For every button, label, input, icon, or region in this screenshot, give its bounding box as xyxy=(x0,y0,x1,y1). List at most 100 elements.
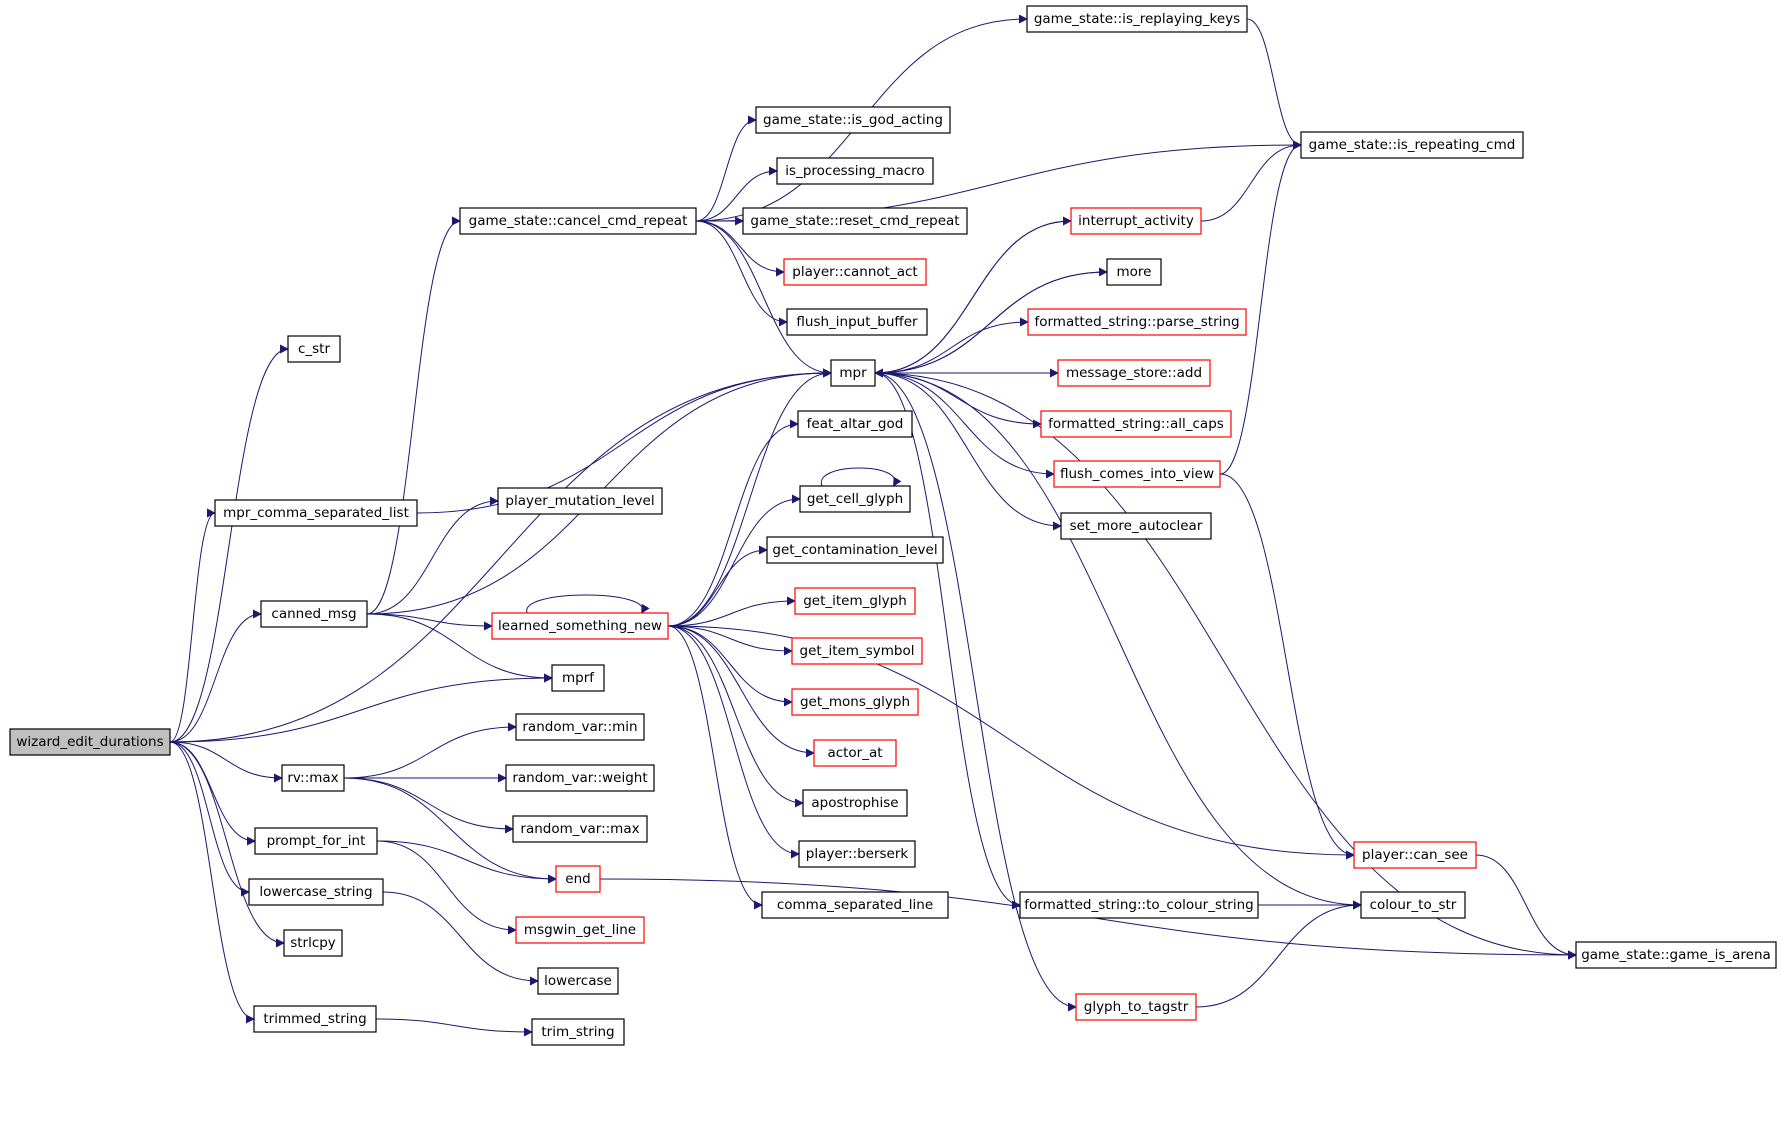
node-random-var-max[interactable]: random_var::max xyxy=(512,815,648,843)
node-box[interactable] xyxy=(551,664,605,692)
node-box[interactable] xyxy=(515,916,645,944)
node-box[interactable] xyxy=(283,929,343,957)
node-box[interactable] xyxy=(248,878,384,906)
node-box[interactable] xyxy=(1075,993,1197,1021)
node-box[interactable] xyxy=(260,600,368,628)
node-box[interactable] xyxy=(281,764,345,792)
node-is-replaying-keys[interactable]: game_state::is_replaying_keys xyxy=(1026,5,1248,33)
node-box[interactable] xyxy=(1053,460,1221,488)
node-lowercase-string[interactable]: lowercase_string xyxy=(248,878,384,906)
node-is-god-acting[interactable]: game_state::is_god_acting xyxy=(755,106,951,134)
node-comma-separated-line[interactable]: comma_separated_line xyxy=(761,891,949,919)
node-box[interactable] xyxy=(491,612,669,640)
node-box[interactable] xyxy=(531,1018,625,1046)
node-rv-max[interactable]: rv::max xyxy=(281,764,345,792)
node-box[interactable] xyxy=(459,207,697,235)
node-box[interactable] xyxy=(1040,410,1232,438)
node-get-item-glyph[interactable]: get_item_glyph xyxy=(794,587,916,615)
node-box[interactable] xyxy=(1575,941,1777,969)
node-box[interactable] xyxy=(776,157,934,185)
node-apostrophise[interactable]: apostrophise xyxy=(802,789,908,817)
node-box[interactable] xyxy=(742,207,968,235)
node-box[interactable] xyxy=(497,487,663,515)
node-reset-cmd-repeat[interactable]: game_state::reset_cmd_repeat xyxy=(742,207,968,235)
node-random-var-weight[interactable]: random_var::weight xyxy=(505,764,655,792)
node-box[interactable] xyxy=(9,728,171,756)
node-box[interactable] xyxy=(512,815,648,843)
node-set-more-autoclear[interactable]: set_more_autoclear xyxy=(1060,512,1212,540)
node-end[interactable]: end xyxy=(555,865,601,893)
node-box[interactable] xyxy=(1019,891,1259,919)
node-get-cell-glyph[interactable]: get_cell_glyph xyxy=(799,485,911,513)
node-lowercase[interactable]: lowercase xyxy=(537,967,619,995)
node-glyph-to-tagstr[interactable]: glyph_to_tagstr xyxy=(1075,993,1197,1021)
node-colour-to-str[interactable]: colour_to_str xyxy=(1360,891,1466,919)
node-box[interactable] xyxy=(1060,512,1212,540)
node-box[interactable] xyxy=(515,713,645,741)
node-strlcpy[interactable]: strlcpy xyxy=(283,929,343,957)
node-box[interactable] xyxy=(791,637,923,665)
node-player-can-see[interactable]: player::can_see xyxy=(1353,841,1477,869)
node-mpr-comma-separated-list[interactable]: mpr_comma_separated_list xyxy=(214,499,418,527)
node-actor-at[interactable]: actor_at xyxy=(813,739,897,767)
node-get-item-symbol[interactable]: get_item_symbol xyxy=(791,637,923,665)
node-box[interactable] xyxy=(783,258,927,286)
node-get-contamination-level[interactable]: get_contamination_level xyxy=(766,536,944,564)
node-box[interactable] xyxy=(1106,258,1162,286)
node-box[interactable] xyxy=(794,587,916,615)
node-box[interactable] xyxy=(1070,207,1202,235)
node-more[interactable]: more xyxy=(1106,258,1162,286)
node-flush-input-buffer[interactable]: flush_input_buffer xyxy=(786,308,928,336)
node-box[interactable] xyxy=(766,536,944,564)
node-box[interactable] xyxy=(1026,5,1248,33)
node-mprf[interactable]: mprf xyxy=(551,664,605,692)
node-box[interactable] xyxy=(802,789,908,817)
node-box[interactable] xyxy=(813,739,897,767)
node-game-is-arena[interactable]: game_state::game_is_arena xyxy=(1575,941,1777,969)
node-prompt-for-int[interactable]: prompt_for_int xyxy=(254,827,378,855)
node-get-mons-glyph[interactable]: get_mons_glyph xyxy=(791,688,919,716)
node-box[interactable] xyxy=(1353,841,1477,869)
node-is-processing-macro[interactable]: is_processing_macro xyxy=(776,157,934,185)
node-box[interactable] xyxy=(798,840,916,868)
node-feat-altar-god[interactable]: feat_altar_god xyxy=(797,410,913,438)
node-parse-string[interactable]: formatted_string::parse_string xyxy=(1027,308,1247,336)
node-box[interactable] xyxy=(287,335,341,363)
node-box[interactable] xyxy=(1057,359,1211,387)
node-cancel-cmd-repeat[interactable]: game_state::cancel_cmd_repeat xyxy=(459,207,697,235)
node-wizard-edit-durations[interactable]: wizard_edit_durations xyxy=(9,728,171,756)
node-trim-string[interactable]: trim_string xyxy=(531,1018,625,1046)
node-box[interactable] xyxy=(797,410,913,438)
node-flush-comes-into-view[interactable]: flush_comes_into_view xyxy=(1053,460,1221,488)
node-box[interactable] xyxy=(214,499,418,527)
node-is-repeating-cmd[interactable]: game_state::is_repeating_cmd xyxy=(1300,131,1524,159)
node-c-str[interactable]: c_str xyxy=(287,335,341,363)
node-box[interactable] xyxy=(1300,131,1524,159)
node-player-berserk[interactable]: player::berserk xyxy=(798,840,916,868)
node-box[interactable] xyxy=(253,1005,377,1033)
node-box[interactable] xyxy=(761,891,949,919)
node-all-caps[interactable]: formatted_string::all_caps xyxy=(1040,410,1232,438)
node-box[interactable] xyxy=(830,359,876,387)
node-interrupt-activity[interactable]: interrupt_activity xyxy=(1070,207,1202,235)
node-mpr[interactable]: mpr xyxy=(830,359,876,387)
node-box[interactable] xyxy=(755,106,951,134)
node-box[interactable] xyxy=(1360,891,1466,919)
node-canned-msg[interactable]: canned_msg xyxy=(260,600,368,628)
node-player-cannot-act[interactable]: player::cannot_act xyxy=(783,258,927,286)
node-box[interactable] xyxy=(537,967,619,995)
node-box[interactable] xyxy=(555,865,601,893)
node-box[interactable] xyxy=(505,764,655,792)
node-learned-something-new[interactable]: learned_something_new xyxy=(491,612,669,640)
node-box[interactable] xyxy=(254,827,378,855)
node-msgwin-get-line[interactable]: msgwin_get_line xyxy=(515,916,645,944)
node-box[interactable] xyxy=(799,485,911,513)
node-trimmed-string[interactable]: trimmed_string xyxy=(253,1005,377,1033)
node-box[interactable] xyxy=(786,308,928,336)
node-to-colour-string[interactable]: formatted_string::to_colour_string xyxy=(1019,891,1259,919)
node-player-mutation-level[interactable]: player_mutation_level xyxy=(497,487,663,515)
node-box[interactable] xyxy=(791,688,919,716)
node-message-store-add[interactable]: message_store::add xyxy=(1057,359,1211,387)
node-box[interactable] xyxy=(1027,308,1247,336)
node-random-var-min[interactable]: random_var::min xyxy=(515,713,645,741)
